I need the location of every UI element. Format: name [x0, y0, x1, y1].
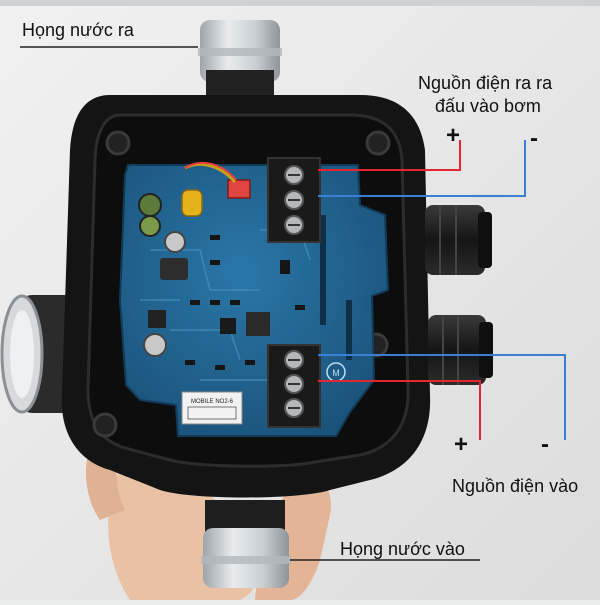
- push-button: [220, 318, 236, 334]
- header-strip-left: [320, 215, 326, 325]
- output-positive-wire: [318, 140, 461, 171]
- output-plus-sign: +: [446, 122, 461, 149]
- motor-symbol-glyph: M: [332, 368, 340, 378]
- module-label-grid: [187, 406, 237, 420]
- ic-chip-small: [148, 310, 166, 328]
- terminal-block-output: [267, 157, 321, 243]
- pump-output-label-line1: Nguồn điện ra ra: [418, 73, 553, 93]
- cable-gland-upper: [425, 205, 492, 275]
- output-minus-sign: -: [530, 125, 538, 152]
- inductor: [160, 258, 188, 280]
- pump-output-label-line2: đấu vào bơm: [435, 96, 541, 116]
- red-connector: [227, 179, 251, 199]
- input-positive-wire: [318, 380, 481, 440]
- top-edge: [0, 0, 600, 6]
- relay-button: [246, 312, 270, 336]
- water-inlet-label: Họng nước vào: [340, 539, 465, 559]
- module-label-text: MOBILE NO2-6: [191, 399, 234, 405]
- output-negative-wire: [318, 140, 526, 197]
- cable-gland-lower: [428, 315, 493, 385]
- inlet-pipe-ring: [201, 556, 291, 564]
- outlet-pipe-ring: [198, 48, 282, 56]
- input-minus-sign: -: [541, 431, 549, 458]
- header-strip-right: [346, 300, 352, 360]
- left-port-lens-inner: [10, 310, 34, 398]
- input-negative-wire: [318, 354, 566, 440]
- yellow-capacitor: [181, 189, 203, 217]
- terminal-block-input: [267, 344, 321, 428]
- input-plus-sign: +: [454, 431, 469, 458]
- water-outlet-label: Họng nước ra: [22, 20, 134, 40]
- capacitors: [138, 193, 186, 357]
- smd-components: [185, 235, 305, 370]
- red-wire-inner: [184, 161, 237, 181]
- power-input-label: Nguồn điện vào: [452, 476, 579, 496]
